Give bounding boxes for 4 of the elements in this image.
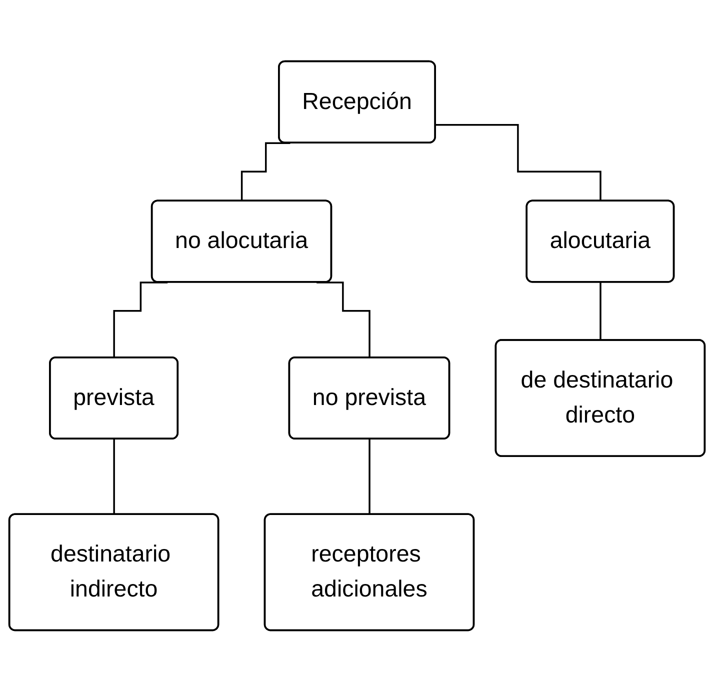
connector — [436, 124, 602, 202]
connector — [113, 438, 116, 516]
connector — [368, 438, 371, 516]
connector — [600, 282, 602, 342]
